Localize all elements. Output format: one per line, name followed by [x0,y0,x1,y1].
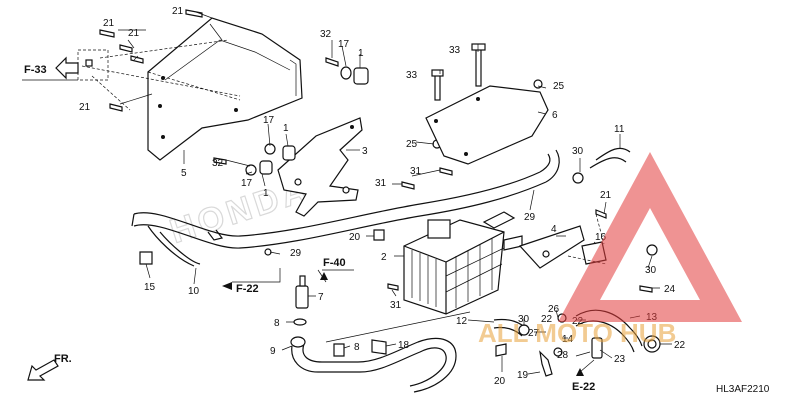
callout: 25 [553,81,565,92]
f40-label: F-40 [323,257,346,269]
callout: 17 [338,39,350,50]
callout: 10 [188,286,200,297]
callout: 11 [614,124,625,135]
callout: 27 [528,328,540,339]
callout: 30 [645,265,657,276]
callout: 8 [354,342,360,353]
e22-label: E-22 [572,381,595,393]
callout: 1 [263,188,269,199]
callout: 1 [283,123,289,134]
bolts [99,9,653,293]
callout: 5 [181,168,187,179]
e22-reference[interactable]: E-22 [572,368,595,393]
callout: 22 [541,314,553,325]
callout: 21 [172,6,184,17]
front-direction-arrow: FR. [27,353,72,381]
callout: 21 [128,28,140,39]
callout: 14 [562,334,574,345]
callout: 29 [290,248,302,259]
callout: 17 [241,178,253,189]
callout: 28 [557,350,569,361]
callout: 17 [263,115,275,126]
callout: 26 [548,304,560,315]
cover-panel [147,17,303,161]
callout: 31 [390,300,402,311]
callout: 21 [600,190,612,201]
f22-reference[interactable]: F-22 [222,282,259,295]
f33-label: F-33 [24,64,47,76]
callout: 30 [572,146,584,157]
callout: 31 [410,166,422,177]
watermark-text: ALL MOTO HUB [478,318,676,348]
callout: 32 [212,158,224,169]
callout: 16 [595,232,607,243]
callout: 7 [318,292,324,303]
callout: 33 [406,70,418,81]
callout: 1 [358,48,364,59]
hose-10 [133,171,541,237]
callout: 18 [398,340,410,351]
callout: 12 [456,316,468,327]
hose-9 [291,345,447,387]
fittings [139,172,661,377]
callout: 24 [664,284,676,295]
canister [403,211,523,315]
watermark-logo: ALL MOTO HUB [478,152,742,348]
callout: 29 [524,212,536,223]
callout: 9 [270,346,276,357]
leader-lines [118,11,672,375]
f40-reference[interactable]: F-40 [320,257,354,280]
callout: 32 [320,29,332,40]
f22-label: F-22 [236,283,259,295]
callout: 15 [144,282,156,293]
callout: 21 [103,18,115,29]
callout: 30 [518,314,530,325]
callout-labels: 21 21 21 21 32 17 1 33 33 25 25 6 5 17 1… [79,6,686,387]
bracket [277,117,363,217]
front-label: FR. [54,353,72,365]
callout: 20 [494,376,506,387]
callout: 19 [517,370,529,381]
callout: 31 [375,178,387,189]
diagram-code: HL3AF2210 [716,384,770,395]
callout: 22 [674,340,686,351]
callout: 20 [349,232,361,243]
callout: 21 [79,102,91,113]
callout: 6 [552,110,558,121]
callout: 8 [274,318,280,329]
callout: 33 [449,45,461,56]
callout: 4 [551,224,557,235]
watermark-triangle-icon [558,152,742,322]
callout: 25 [406,139,418,150]
callout: 3 [362,146,368,157]
f33-reference[interactable]: F-33 [22,49,109,81]
callout: 23 [614,354,626,365]
hose-11 [589,147,631,169]
plate [425,85,549,165]
rubber-mounts [245,66,369,176]
callout: 2 [381,252,387,263]
